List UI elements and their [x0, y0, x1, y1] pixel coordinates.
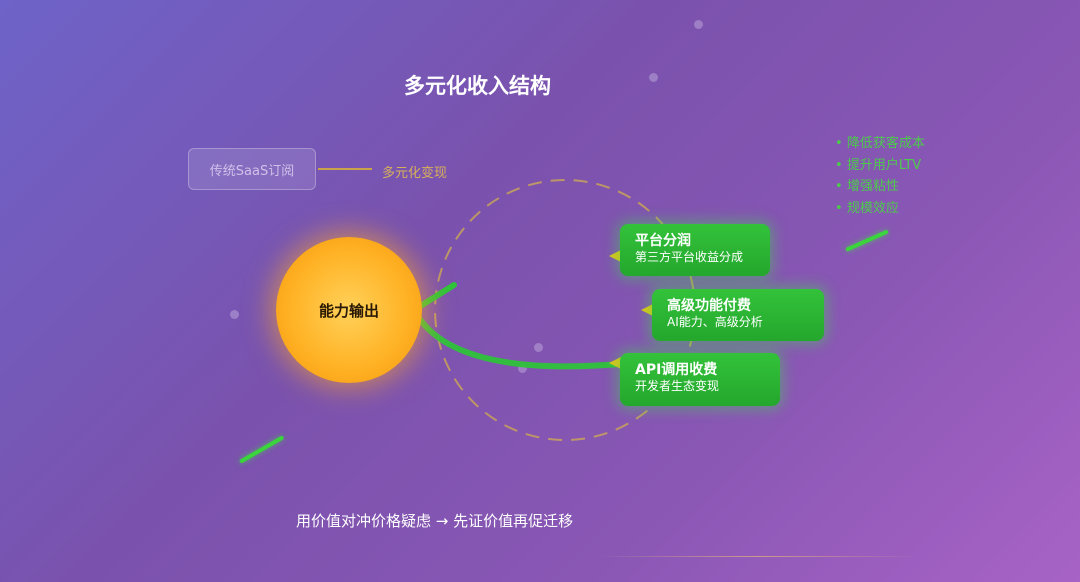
- benefit-item: 增强粘性: [835, 176, 925, 198]
- traditional-connector: [318, 168, 372, 170]
- decor-dot: [518, 364, 527, 373]
- pointer-icon: [609, 357, 621, 369]
- pointer-icon: [609, 250, 621, 262]
- pointer-icon: [641, 304, 653, 316]
- revenue-card-title: 高级功能付费: [667, 298, 751, 314]
- benefit-item: 规模效应: [835, 198, 925, 220]
- decor-dot: [534, 343, 543, 352]
- decor-dot: [649, 73, 658, 82]
- traditional-saas-box: 传统SaaS订阅: [188, 148, 316, 190]
- benefit-item: 降低获客成本: [835, 133, 925, 155]
- footer-caption: 用价值对冲价格疑虑 → 先证价值再促迁移: [296, 512, 574, 530]
- revenue-card-subtitle: AI能力、高级分析: [667, 315, 763, 329]
- flow-arrow: [411, 307, 623, 370]
- core-label: 能力输出: [318, 301, 379, 320]
- benefit-item: 提升用户LTV: [835, 155, 925, 177]
- benefits-list: 降低获客成本 提升用户LTV 增强粘性 规模效应: [835, 133, 925, 219]
- revenue-card-subtitle: 开发者生态变现: [635, 379, 720, 393]
- connector-label: 多元化变现: [382, 166, 448, 181]
- revenue-card-api-fees: API调用收费 开发者生态变现: [620, 353, 780, 406]
- revenue-card-premium-features: 高级功能付费 AI能力、高级分析: [652, 289, 824, 341]
- revenue-card-platform-share: 平台分润 第三方平台收益分成: [620, 224, 770, 276]
- page-title: 多元化收入结构: [404, 74, 551, 98]
- core-capability-node: 能力输出: [276, 237, 422, 383]
- revenue-card-title: API调用收费: [635, 362, 718, 378]
- revenue-card-title: 平台分润: [635, 233, 691, 249]
- decor-line: [596, 556, 920, 557]
- decor-dot: [230, 310, 239, 319]
- revenue-card-subtitle: 第三方平台收益分成: [635, 250, 744, 264]
- decor-dot: [694, 20, 703, 29]
